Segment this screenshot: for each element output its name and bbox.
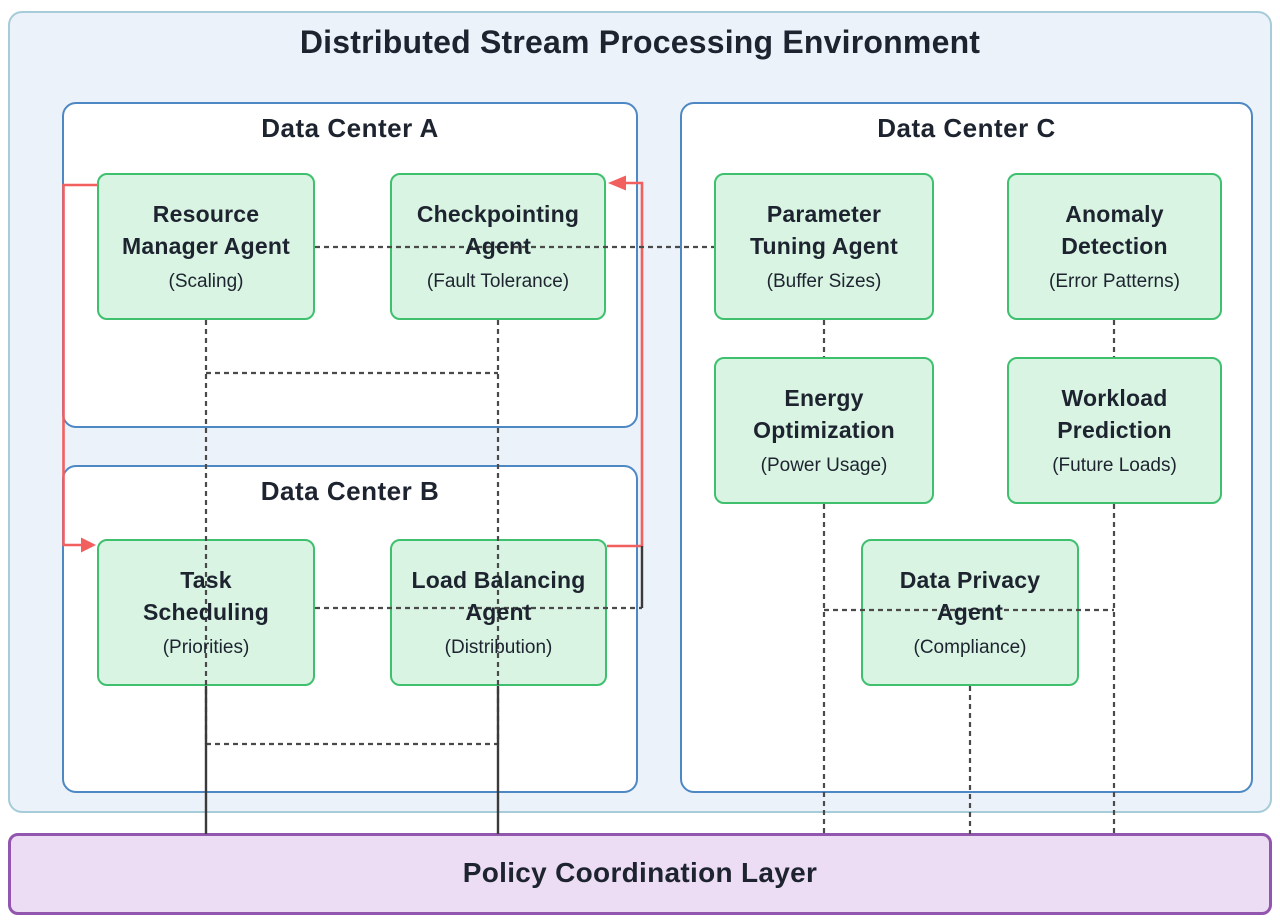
agent-name: Task — [180, 567, 232, 593]
agent-name: Load Balancing — [411, 567, 586, 593]
agent-subtitle: (Buffer Sizes) — [766, 271, 882, 292]
agent-box-resource-manager: Resource Manager Agent (Scaling) — [97, 173, 315, 320]
agent-name: Detection — [1061, 233, 1168, 259]
agent-name: Parameter — [766, 201, 882, 227]
agent-box-energy-optimization: Energy Optimization (Power Usage) — [714, 357, 934, 504]
agent-name: Energy — [784, 385, 864, 411]
data-center-a-title: Data Center A — [261, 113, 439, 143]
agent-subtitle: (Power Usage) — [760, 455, 888, 476]
agent-name: Agent — [465, 599, 532, 625]
agent-box-anomaly-detection: Anomaly Detection (Error Patterns) — [1007, 173, 1222, 320]
agent-subtitle: (Future Loads) — [1052, 455, 1177, 476]
agent-name: Manager Agent — [122, 233, 290, 259]
agent-subtitle: (Scaling) — [168, 271, 244, 292]
agent-box-checkpointing: Checkpointing Agent (Fault Tolerance) — [390, 173, 606, 320]
agent-box-workload-prediction: Workload Prediction (Future Loads) — [1007, 357, 1222, 504]
agent-box-data-privacy: Data Privacy Agent (Compliance) — [861, 539, 1079, 686]
agent-name: Agent — [464, 233, 532, 259]
agent-name: Checkpointing — [416, 201, 580, 227]
agent-subtitle: (Compliance) — [913, 637, 1027, 658]
agent-name: Agent — [936, 599, 1004, 625]
agent-name: Data Privacy — [899, 567, 1041, 593]
agent-subtitle: (Error Patterns) — [1049, 271, 1180, 292]
agent-subtitle: (Fault Tolerance) — [426, 271, 570, 292]
agent-name: Optimization — [753, 417, 895, 443]
data-center-b-title: Data Center B — [260, 476, 440, 506]
data-center-c-title: Data Center C — [877, 113, 1056, 143]
agent-subtitle: (Priorities) — [162, 637, 250, 658]
environment-title: Distributed Stream Processing Environmen… — [299, 24, 981, 60]
agent-name: Anomaly — [1065, 201, 1164, 227]
agent-box-parameter-tuning: Parameter Tuning Agent (Buffer Sizes) — [714, 173, 934, 320]
policy-coordination-layer: Policy Coordination Layer — [8, 833, 1272, 915]
agent-box-task-scheduling: Task Scheduling (Priorities) — [97, 539, 315, 686]
agent-box-load-balancing: Load Balancing Agent (Distribution) — [390, 539, 607, 686]
agent-name: Tuning Agent — [749, 233, 899, 259]
agent-name: Resource — [152, 201, 260, 227]
agent-name: Scheduling — [143, 599, 269, 625]
policy-layer-title: Policy Coordination Layer — [462, 857, 818, 888]
agent-name: Workload — [1061, 385, 1168, 411]
agent-name: Prediction — [1057, 417, 1172, 443]
agent-subtitle: (Distribution) — [444, 637, 553, 658]
